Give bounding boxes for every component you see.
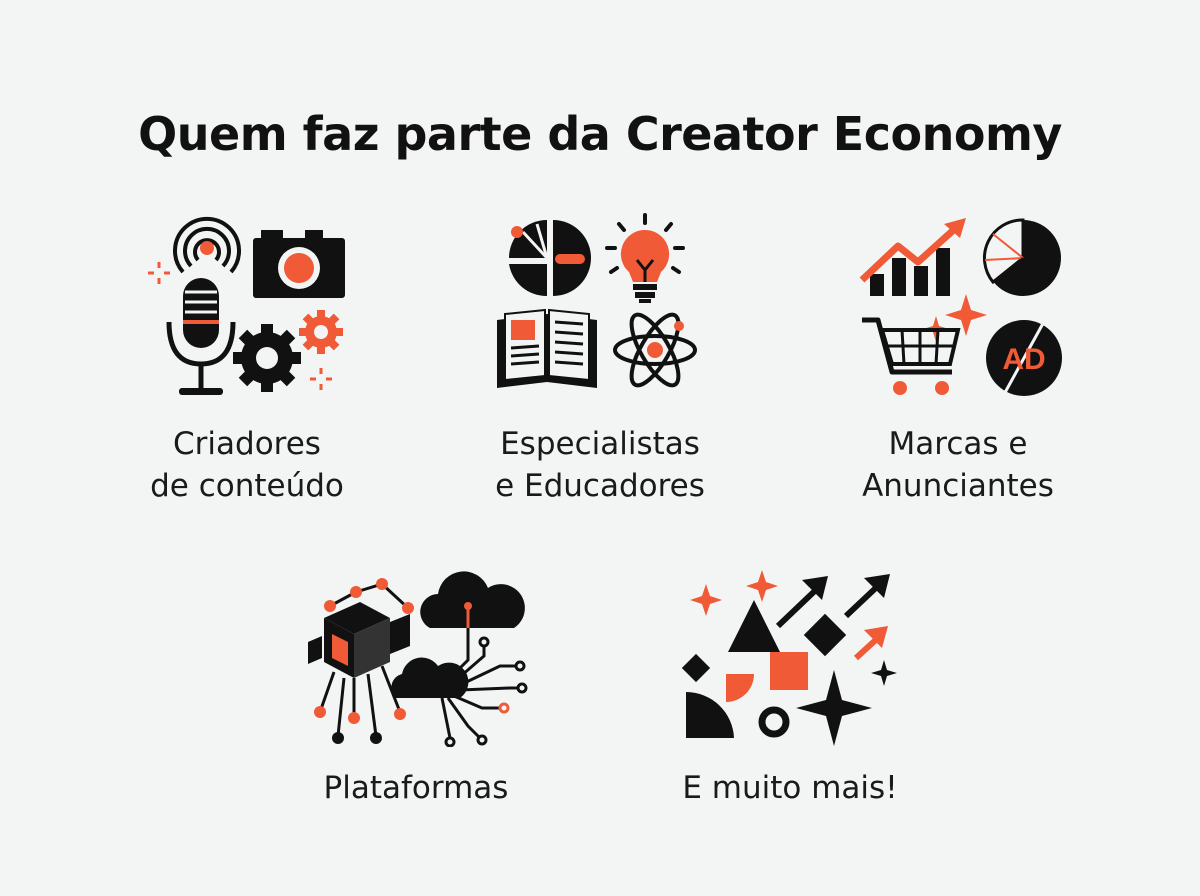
- lightbulb-icon: [605, 213, 685, 303]
- pie-chart-icon: [982, 218, 1061, 296]
- category-label: Plataformas: [323, 770, 509, 806]
- camera-icon: [253, 230, 345, 298]
- square-icon: [770, 652, 808, 690]
- podcast-icon: [173, 216, 241, 274]
- diamond-icon: [803, 613, 847, 657]
- gear-icon: [299, 310, 343, 354]
- svg-text:AD: AD: [1002, 343, 1045, 376]
- sparkle-icon: [148, 262, 170, 284]
- brain-chart-icon: [509, 220, 591, 297]
- category-label: Criadores de conteúdo: [150, 426, 344, 504]
- page-title: Quem faz parte da Creator Economy: [138, 106, 1062, 161]
- sparkle-icon: [690, 570, 778, 616]
- diamond-icon: [681, 653, 711, 683]
- cloud-icon: [420, 571, 525, 628]
- category-especialistas: Especialistas e Educadores: [450, 210, 750, 510]
- category-marcas: AD Marcas e Anunciantes: [808, 210, 1108, 510]
- category-label: Especialistas e Educadores: [495, 426, 705, 504]
- category-plataformas: Plataformas: [266, 562, 566, 822]
- cube-network-icon: [308, 578, 414, 744]
- category-label: E muito mais!: [682, 770, 898, 806]
- growth-chart-icon: [859, 218, 966, 296]
- sparkle-icon: [796, 670, 872, 746]
- criadores-icon-group: [145, 210, 355, 405]
- category-criadores: Criadores de conteúdo: [97, 210, 397, 510]
- sparkle-icon: [310, 368, 332, 390]
- category-label: Marcas e Anunciantes: [862, 426, 1054, 504]
- quarter-circle-icon: [686, 692, 734, 738]
- ring-icon: [758, 706, 790, 738]
- ad-badge-icon: AD: [986, 317, 1062, 399]
- atom-icon: [613, 312, 697, 388]
- sparkle-icon: [871, 660, 897, 686]
- gear-icon: [233, 324, 301, 392]
- plataformas-icon-group: [304, 562, 534, 747]
- triangle-icon: [728, 600, 780, 652]
- mais-icon-group: [680, 562, 902, 747]
- cloud-icon: [391, 657, 469, 698]
- open-book-icon: [497, 308, 597, 388]
- especialistas-icon-group: [495, 210, 705, 395]
- arrow-icon: [775, 574, 890, 661]
- marcas-icon-group: AD: [858, 210, 1068, 400]
- microphone-icon: [166, 278, 236, 395]
- circuit-icon: [440, 628, 528, 747]
- shopping-cart-icon: [862, 317, 961, 395]
- category-mais: E muito mais!: [640, 562, 940, 822]
